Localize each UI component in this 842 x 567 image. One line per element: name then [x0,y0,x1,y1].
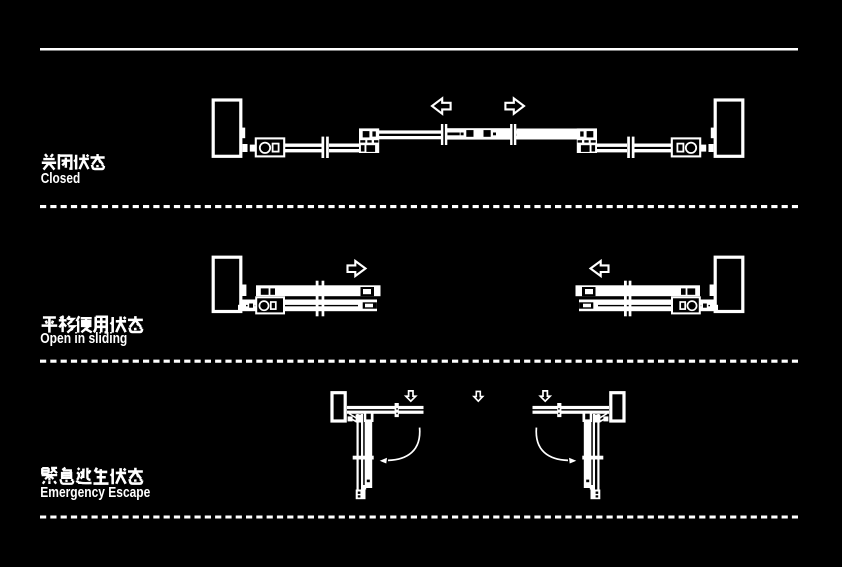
svg-text:Closed: Closed [41,170,80,187]
svg-text:Emergency Escape: Emergency Escape [40,484,150,501]
svg-text:Open in sliding: Open in sliding [40,330,127,347]
